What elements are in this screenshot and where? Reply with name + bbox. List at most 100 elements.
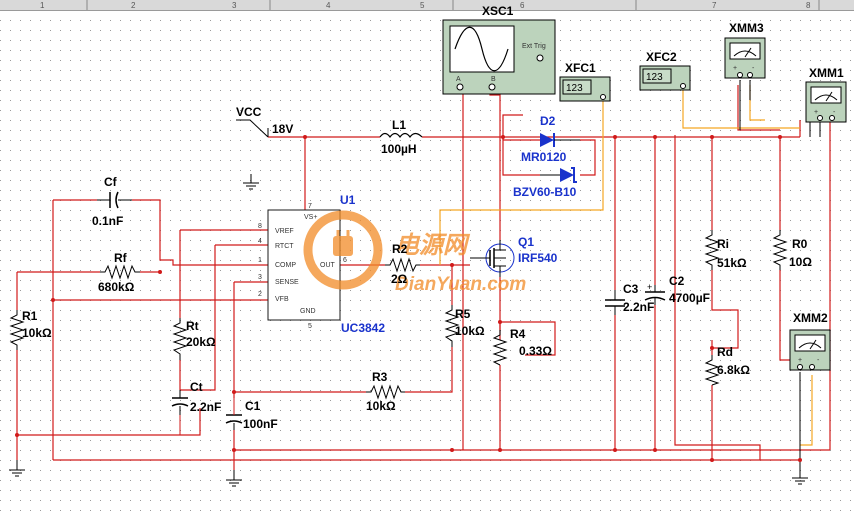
mosfet-q1[interactable] [470, 240, 515, 277]
pin-number: 6 [343, 257, 347, 264]
multimeter-xmm1[interactable]: + - [805, 81, 847, 123]
meter-terminal-label: - [833, 109, 836, 116]
channel-b-label: B [491, 76, 496, 83]
label-ct: Ct [190, 380, 203, 394]
pin-number: 2 [258, 291, 262, 298]
plus-sign-icon: + [647, 282, 652, 292]
pin-label-rtct: RTCT [275, 243, 294, 250]
label-xfc1: XFC1 [565, 61, 596, 75]
red-wires[interactable] [16, 85, 831, 470]
meter-dial-icon [798, 342, 822, 349]
ruler-number: 2 [131, 1, 136, 10]
label-r0: R0 [792, 237, 808, 251]
frequency-counter-xfc1[interactable]: 123 [559, 76, 611, 102]
ic-uc3842[interactable]: VS+ VREF RTCT COMP SENSE VFB GND OUT 8 4… [258, 203, 347, 330]
resistor-ri[interactable] [704, 230, 720, 270]
label-r2: R2 [392, 242, 408, 256]
resistor-rt[interactable] [172, 318, 188, 360]
label-r3: R3 [372, 370, 388, 384]
multimeter-xmm3[interactable]: + - [724, 37, 766, 79]
pin-label-out: OUT [320, 262, 336, 269]
capacitor-cf[interactable] [97, 191, 132, 209]
ruler-number: 7 [712, 1, 717, 10]
junction-dots [15, 135, 802, 462]
label-r1: R1 [22, 309, 38, 323]
label-q1-model: IRF540 [518, 251, 558, 265]
ext-trig-terminal[interactable] [536, 54, 544, 62]
sine-wave-icon [454, 26, 509, 72]
meter-terminal-label: + [733, 65, 737, 72]
label-c1-value: 100nF [243, 417, 278, 431]
meter-terminal-label: + [798, 357, 802, 364]
orange-wires[interactable] [439, 85, 813, 446]
label-ri: Ri [717, 237, 729, 251]
ruler-number: 4 [326, 1, 331, 10]
ruler-number: 1 [40, 1, 45, 10]
resistor-r4[interactable] [492, 330, 508, 366]
label-xsc1: XSC1 [482, 4, 514, 18]
channel-a-label: A [456, 76, 461, 83]
diode-d2[interactable] [540, 133, 580, 147]
label-c3: C3 [623, 282, 639, 296]
label-d2: D2 [540, 114, 556, 128]
label-c2-value: 4700µF [669, 291, 710, 305]
capacitor-ct[interactable] [171, 390, 189, 435]
label-r5: R5 [455, 307, 471, 321]
label-vcc: VCC [236, 105, 262, 119]
label-c3-value: 2.2nF [623, 300, 654, 314]
meter-terminal-label: - [817, 357, 820, 364]
channel-a-terminal[interactable] [456, 83, 464, 91]
resistor-r2[interactable] [385, 257, 420, 273]
xfc1-display: 123 [566, 83, 583, 94]
watermark-logo: 电源网 DianYuan.com [303, 210, 526, 295]
zener-diode-bzv60[interactable] [540, 167, 577, 183]
label-rt-value: 20kΩ [186, 335, 216, 349]
capacitor-c2[interactable]: + [644, 282, 666, 305]
resistor-r5[interactable] [444, 305, 460, 347]
ruler-number: 5 [420, 1, 425, 10]
top-ruler [0, 0, 854, 11]
capacitor-c1[interactable] [225, 398, 243, 430]
label-rd: Rd [717, 345, 733, 359]
ruler-number: 6 [520, 1, 525, 10]
label-r4: R4 [510, 327, 526, 341]
oscilloscope-xsc1[interactable]: Ext Trig A B [442, 19, 556, 95]
label-u1-model: UC3842 [341, 321, 385, 335]
label-ri-value: 51kΩ [717, 256, 747, 270]
label-18v: 18V [272, 122, 293, 136]
label-r1-value: 10kΩ [22, 326, 52, 340]
label-r3-value: 10kΩ [366, 399, 396, 413]
channel-b-terminal[interactable] [488, 83, 496, 91]
label-cf: Cf [104, 175, 118, 189]
pin-label-gnd: GND [300, 308, 316, 315]
multimeter-xmm2[interactable]: + - [789, 329, 831, 371]
label-rd-value: 6.8kΩ [717, 363, 750, 377]
pin-number: 7 [308, 203, 312, 210]
label-rf: Rf [114, 251, 128, 265]
resistor-rf[interactable] [100, 264, 140, 280]
pin-number: 1 [258, 257, 262, 264]
watermark-line2: DianYuan.com [395, 274, 526, 295]
pin-number: 4 [258, 238, 262, 245]
resistor-r0[interactable] [772, 230, 788, 270]
capacitor-c3[interactable] [605, 290, 625, 315]
pin-number: 3 [258, 274, 262, 281]
label-c2: C2 [669, 274, 685, 288]
label-bzv: BZV60-B10 [513, 185, 577, 199]
frequency-counter-xfc2[interactable]: 123 [639, 65, 691, 91]
label-cf-value: 0.1nF [92, 214, 123, 228]
xfc2-display: 123 [646, 72, 663, 83]
ruler-number: 8 [806, 1, 811, 10]
resistor-r3[interactable] [366, 384, 405, 400]
pin-label-comp: COMP [275, 262, 296, 269]
component-labels: VCC 18V L1 100µH D2 MR0120 BZV60-B10 Cf … [22, 4, 844, 431]
label-d2-model: MR0120 [521, 150, 567, 164]
label-xfc2: XFC2 [646, 50, 677, 64]
resistor-r1[interactable] [9, 310, 25, 350]
black-wires [9, 80, 821, 487]
label-l1: L1 [392, 118, 406, 132]
label-u1: U1 [340, 193, 356, 207]
resistor-rd[interactable] [704, 355, 720, 386]
label-xmm2: XMM2 [793, 311, 828, 325]
inductor-l1[interactable] [379, 132, 423, 139]
